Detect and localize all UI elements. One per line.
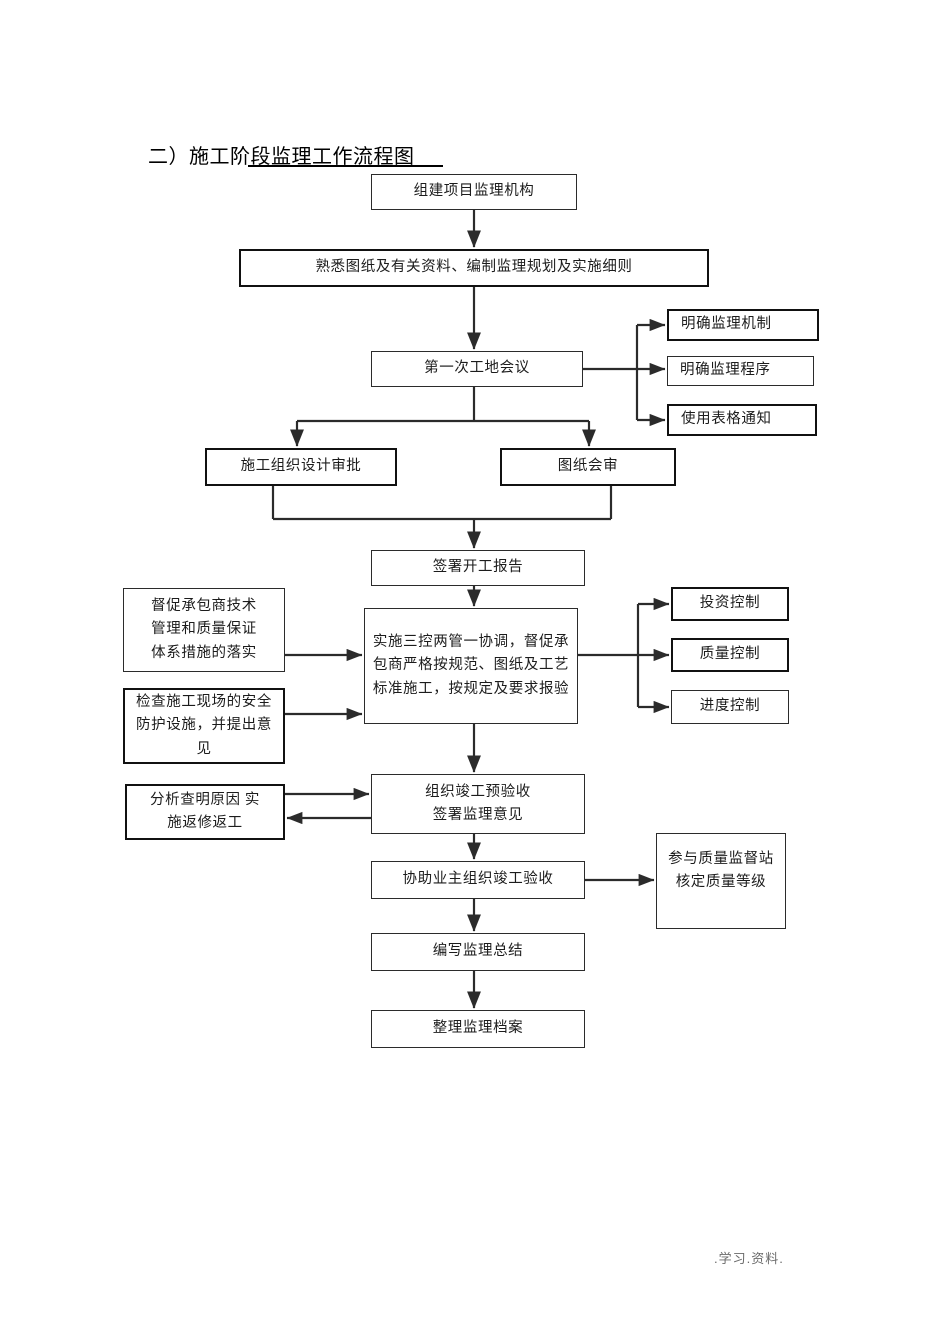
- node-投资控制: 投资控制: [671, 587, 789, 621]
- title-underline: [248, 165, 443, 167]
- node-组织竣工预验收: 组织竣工预验收 签署监理意见: [371, 774, 585, 834]
- node-协助业主组织竣工验收: 协助业主组织竣工验收: [371, 861, 585, 899]
- node-使用表格通知: 使用表格通知: [667, 404, 817, 436]
- node-检查施工现场安全防护: 检查施工现场的安全 防护设施，并提出意 见: [123, 688, 285, 764]
- node-明确监理程序: 明确监理程序: [667, 356, 814, 386]
- node-熟悉图纸及有关资料: 熟悉图纸及有关资料、编制监理规划及实施细则: [239, 249, 709, 287]
- page-title: 二）施工阶段监理工作流程图: [148, 146, 415, 168]
- node-签署开工报告: 签署开工报告: [371, 550, 585, 586]
- node-分析查明原因实施返修返工: 分析查明原因 实 施返修返工: [125, 784, 285, 840]
- node-质量控制: 质量控制: [671, 638, 789, 672]
- node-参与质量监督站核定质量等级: 参与质量监督站 核定质量等级: [656, 833, 786, 929]
- node-组建项目监理机构: 组建项目监理机构: [371, 174, 577, 210]
- node-督促承包商技术管理: 督促承包商技术 管理和质量保证 体系措施的落实: [123, 588, 285, 672]
- node-整理监理档案: 整理监理档案: [371, 1010, 585, 1048]
- node-进度控制: 进度控制: [671, 690, 789, 724]
- node-编写监理总结: 编写监理总结: [371, 933, 585, 971]
- node-施工组织设计审批: 施工组织设计审批: [205, 448, 397, 486]
- node-第一次工地会议: 第一次工地会议: [371, 351, 583, 387]
- node-图纸会审: 图纸会审: [500, 448, 676, 486]
- node-实施三控两管一协调: 实施三控两管一协调，督促承 包商严格按规范、图纸及工艺 标准施工，按规定及要求报…: [364, 608, 578, 724]
- node-明确监理机制: 明确监理机制: [667, 309, 819, 341]
- footer-watermark: .学习.资料.: [714, 1251, 784, 1266]
